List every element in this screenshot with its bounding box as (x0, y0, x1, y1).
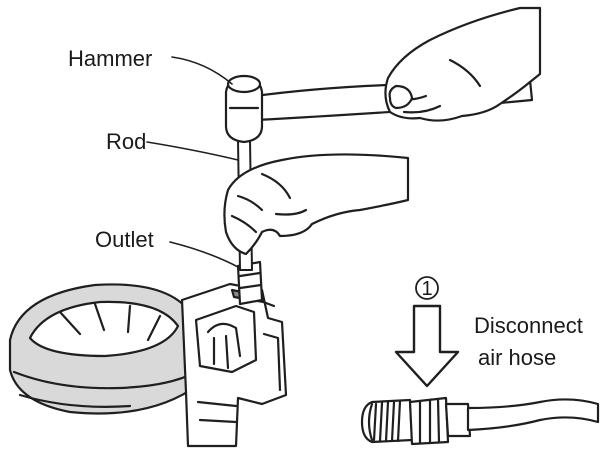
step-number-label: 1 (421, 278, 432, 300)
hammer-leader-line (171, 56, 233, 85)
outlet-label: Outlet (95, 227, 154, 252)
outlet-leader-line (169, 241, 241, 269)
air-hose-illustration (360, 396, 600, 446)
lower-hand-illustration (223, 153, 410, 256)
down-arrow-icon (394, 304, 460, 388)
step-number-badge: 1 (415, 276, 439, 300)
hammer-label: Hammer (68, 46, 152, 71)
upper-hand-illustration (384, 6, 542, 122)
disconnect-label-line2: air hose (478, 345, 556, 370)
rod-leader-line (146, 141, 239, 161)
rod-label: Rod (106, 129, 146, 154)
leader-lines (146, 56, 241, 269)
nailer-illustration (8, 260, 288, 448)
disconnect-label-line1: Disconnect (474, 313, 583, 338)
